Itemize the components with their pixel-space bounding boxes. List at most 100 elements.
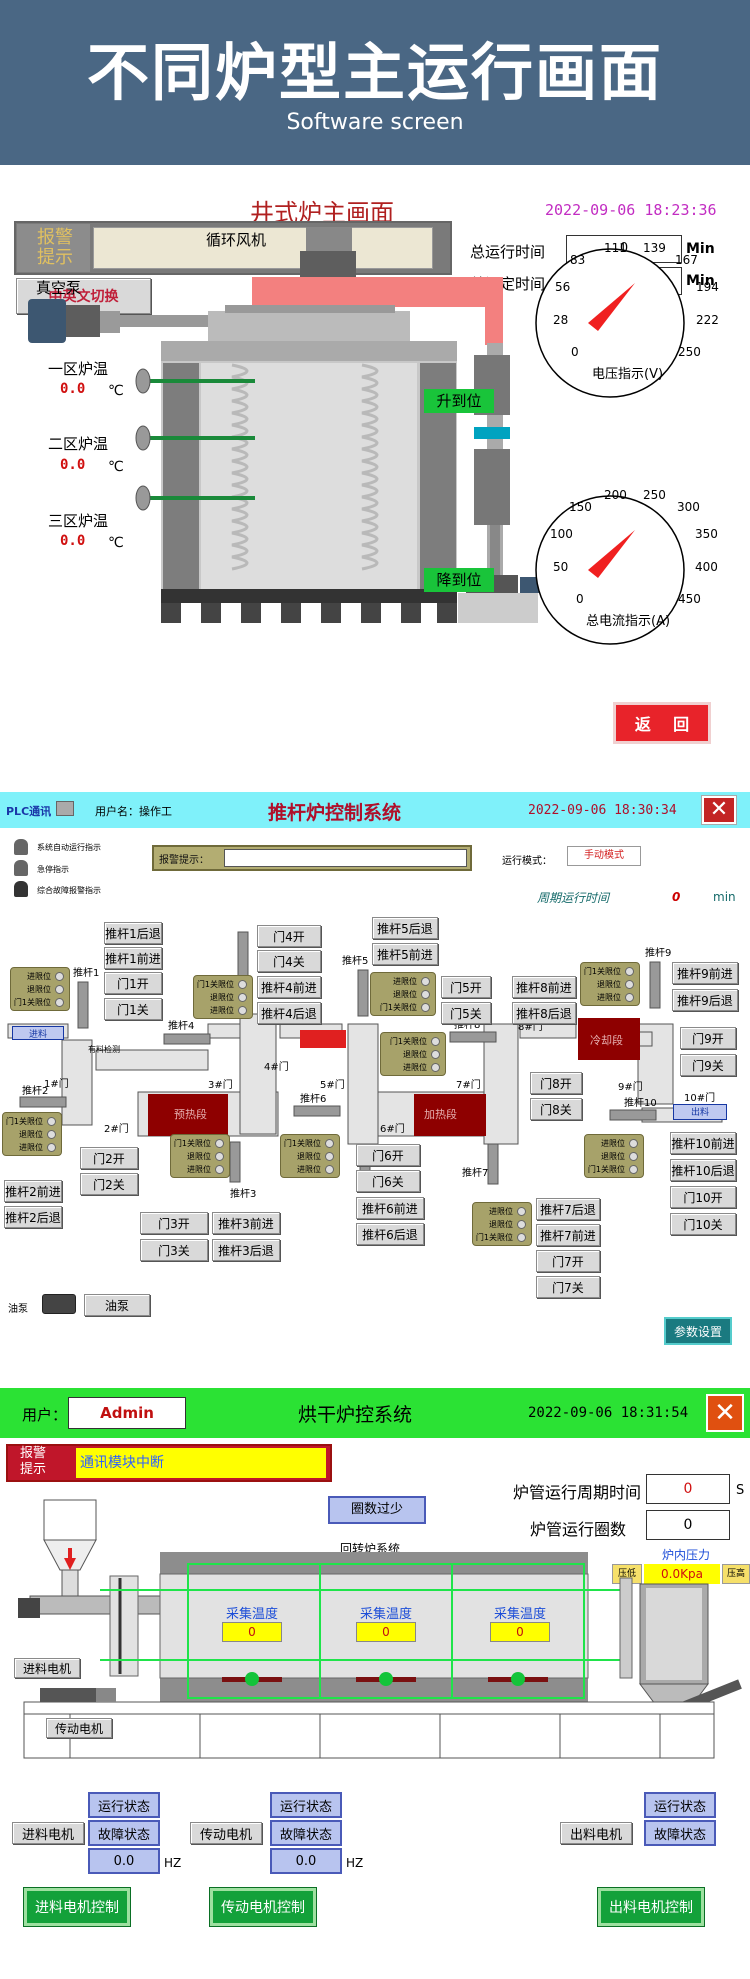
- feed-fault-status: 故障状态: [88, 1820, 160, 1846]
- door6-open-button[interactable]: 门6开: [356, 1144, 420, 1166]
- limit-label: 门1关限位: [583, 967, 621, 976]
- back-button[interactable]: 返 回: [613, 702, 711, 744]
- door4-open-button[interactable]: 门4开: [257, 925, 321, 947]
- door10-open-button[interactable]: 门10开: [670, 1186, 736, 1208]
- user-label: 用户：: [22, 1406, 68, 1424]
- push9-back-button[interactable]: 推杆9后退: [672, 989, 738, 1011]
- push8-back-button[interactable]: 推杆8后退: [512, 1002, 576, 1024]
- close-button[interactable]: ✕: [706, 1394, 744, 1432]
- door8-label: 8#门: [518, 1022, 543, 1033]
- out-fault-status: 故障状态: [644, 1820, 716, 1846]
- door3-close-button[interactable]: 门3关: [140, 1239, 208, 1261]
- limit-lamp: [431, 1037, 440, 1046]
- period-field[interactable]: 0: [646, 1474, 730, 1504]
- limit-lamp: [421, 977, 430, 986]
- voltage-tick: 0: [571, 345, 579, 359]
- limit-panel-3: 门1关限位 退限位 进限位: [170, 1134, 230, 1178]
- push3-back-button[interactable]: 推杆3后退: [212, 1239, 280, 1261]
- push4-back-button[interactable]: 推杆4后退: [257, 1002, 321, 1024]
- screen-pit-furnace: 井式炉主画面 2022-09-06 18:23:36 报警 提示 报警 提示 中…: [0, 165, 750, 760]
- door5-open-button[interactable]: 门5开: [441, 976, 491, 998]
- temp-label-2: 采集温度: [360, 1607, 413, 1622]
- limit-lamp: [517, 1220, 526, 1229]
- drive-motor-control-button[interactable]: 传动电机控制: [209, 1887, 317, 1927]
- inlet-box: 进料: [12, 1026, 64, 1040]
- close-button[interactable]: ✕: [701, 795, 737, 825]
- push2-back-button[interactable]: 推杆2后退: [4, 1206, 62, 1228]
- door6-close-button[interactable]: 门6关: [356, 1170, 420, 1192]
- push1-label: 推杆1: [73, 968, 100, 979]
- door6-label: 6#门: [380, 1124, 405, 1135]
- door10-close-button[interactable]: 门10关: [670, 1213, 736, 1235]
- push2-forward-button[interactable]: 推杆2前进: [4, 1180, 62, 1202]
- user-value[interactable]: Admin: [68, 1397, 186, 1429]
- params-button[interactable]: 参数设置: [664, 1317, 732, 1345]
- push1-forward-button[interactable]: 推杆1前进: [104, 947, 162, 969]
- turns-label: 炉管运行圈数: [530, 1520, 627, 1539]
- limit-panel-1: 进限位 退限位 门1关限位: [10, 967, 70, 1011]
- door3-open-button[interactable]: 门3开: [140, 1212, 208, 1234]
- push10-forward-button[interactable]: 推杆10前进: [670, 1132, 736, 1154]
- push8-forward-button[interactable]: 推杆8前进: [512, 976, 576, 998]
- preheat-label: 预热段: [174, 1108, 207, 1121]
- limit-lamp: [238, 980, 247, 989]
- door3-label: 3#门: [208, 1080, 233, 1091]
- push1-back-button[interactable]: 推杆1后退: [104, 922, 162, 944]
- mode-value[interactable]: 手动模式: [567, 846, 641, 866]
- pressure-label: 炉内压力: [662, 1548, 711, 1562]
- limit-label: 进限位: [187, 1165, 211, 1174]
- push5-back-button[interactable]: 推杆5后退: [372, 917, 438, 939]
- door8-open-button[interactable]: 门8开: [530, 1072, 582, 1094]
- limit-label: 退限位: [187, 1152, 211, 1161]
- door2-close-button[interactable]: 门2关: [80, 1173, 138, 1195]
- too-few-badge: 圈数过少: [328, 1496, 426, 1524]
- push10-back-button[interactable]: 推杆10后退: [670, 1159, 736, 1181]
- fall-indicator: 降到位: [424, 568, 494, 592]
- push6-back-button[interactable]: 推杆6后退: [356, 1223, 424, 1245]
- current-tick: 100: [550, 527, 573, 541]
- door7-open-button[interactable]: 门7开: [536, 1250, 600, 1272]
- door1-close-button[interactable]: 门1关: [104, 998, 162, 1020]
- feed-motor-control-button[interactable]: 进料电机控制: [23, 1887, 131, 1927]
- door2-open-button[interactable]: 门2开: [80, 1147, 138, 1169]
- push5-forward-button[interactable]: 推杆5前进: [372, 943, 438, 965]
- limit-lamp: [55, 972, 64, 981]
- turns-field[interactable]: 0: [646, 1510, 730, 1540]
- limit-label: 退限位: [597, 980, 621, 989]
- door5-close-button[interactable]: 门5关: [441, 1002, 491, 1024]
- door9-open-button[interactable]: 门9开: [680, 1027, 736, 1049]
- banner: 不同炉型主运行画面 Software screen: [0, 0, 750, 165]
- limit-panel-8: 门1关限位 退限位 进限位: [380, 1032, 446, 1076]
- feed-hz-unit: HZ: [164, 1856, 182, 1870]
- screen-drying-furnace: 用户： Admin 烘干炉控系统 2022-09-06 18:31:54 ✕ 报…: [0, 1388, 750, 1979]
- door1-open-button[interactable]: 门1开: [104, 972, 162, 994]
- push7-forward-button[interactable]: 推杆7前进: [536, 1224, 600, 1246]
- voltage-tick: 194: [696, 280, 719, 294]
- door9-close-button[interactable]: 门9关: [680, 1054, 736, 1076]
- door4-close-button[interactable]: 门4关: [257, 950, 321, 972]
- limit-lamp: [47, 1130, 56, 1139]
- push6-forward-button[interactable]: 推杆6前进: [356, 1197, 424, 1219]
- page-title: 烘干炉控系统: [298, 1404, 413, 1426]
- push7-back-button[interactable]: 推杆7后退: [536, 1198, 600, 1220]
- voltage-tick: 250: [678, 345, 701, 359]
- push3-forward-button[interactable]: 推杆3前进: [212, 1212, 280, 1234]
- voltage-tick: 83: [570, 253, 586, 267]
- pusher-layout: [7, 931, 723, 1185]
- oil-pump-button[interactable]: 油泵: [84, 1294, 150, 1316]
- zone1-label: 一区炉温: [48, 360, 109, 378]
- push4-forward-button[interactable]: 推杆4前进: [257, 976, 321, 998]
- limit-lamp: [629, 1152, 638, 1161]
- limit-lamp: [421, 1003, 430, 1012]
- door8-close-button[interactable]: 门8关: [530, 1098, 582, 1120]
- door7-close-button[interactable]: 门7关: [536, 1276, 600, 1298]
- zone2-value: 0.0: [60, 457, 86, 473]
- indicator-estop: [14, 860, 28, 876]
- door1-label: 1#门: [44, 1079, 69, 1090]
- limit-lamp: [517, 1207, 526, 1216]
- limit-label: 门1关限位: [587, 1165, 625, 1174]
- push9-forward-button[interactable]: 推杆9前进: [672, 962, 738, 984]
- zone1-unit: ℃: [108, 383, 124, 399]
- out-motor-control-button[interactable]: 出料电机控制: [597, 1887, 705, 1927]
- out-run-status: 运行状态: [644, 1792, 716, 1818]
